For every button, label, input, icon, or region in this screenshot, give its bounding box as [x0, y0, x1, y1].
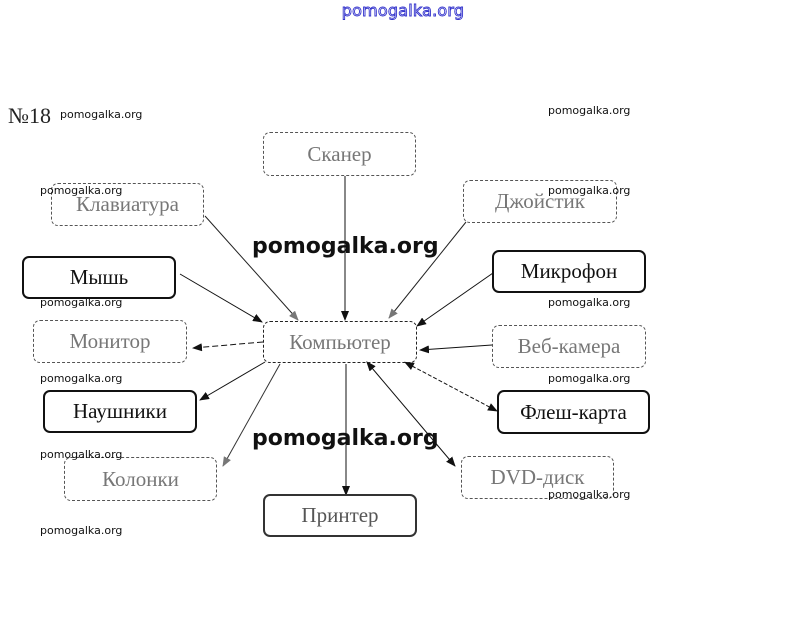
node-keyboard-label: Клавиатура — [76, 192, 179, 216]
watermark-small: pomogalka.org — [548, 488, 631, 501]
node-printer: Принтер — [263, 494, 417, 537]
node-printer-label: Принтер — [301, 503, 379, 527]
node-headphones-label: Наушники — [72, 399, 167, 423]
watermark-small: pomogalka.org — [548, 104, 631, 117]
watermark-large: pomogalka.org — [252, 426, 439, 451]
edge-joystick — [388, 221, 467, 319]
node-flash: Флеш-карта — [497, 390, 650, 434]
watermark-small: pomogalka.org — [40, 184, 123, 197]
watermark-small: pomogalka.org — [40, 448, 123, 461]
node-webcam-label: Веб-камера — [517, 334, 621, 358]
node-monitor-label: Монитор — [69, 329, 151, 353]
node-microphone: Микрофон — [492, 250, 646, 293]
edge-headphones — [199, 361, 266, 401]
edge-speakers — [222, 363, 281, 467]
edge-mouse — [179, 273, 263, 323]
node-scanner-label: Сканер — [307, 141, 372, 166]
node-computer: Компьютер — [263, 321, 417, 363]
edge-dvd — [366, 361, 456, 467]
watermark-small: pomogalka.org — [548, 184, 631, 197]
node-microphone-label: Микрофон — [520, 259, 618, 283]
watermark-small: pomogalka.org — [548, 296, 631, 309]
edge-monitor — [192, 341, 264, 352]
node-dvd: DVD-диск — [461, 456, 614, 499]
node-joystick: Джойстик — [463, 180, 617, 223]
edge-webcam — [419, 344, 493, 354]
node-computer-label: Компьютер — [289, 329, 391, 354]
watermark-small: pomogalka.org — [40, 372, 123, 385]
node-speakers: Колонки — [64, 457, 217, 501]
watermark-small: pomogalka.org — [40, 296, 123, 309]
node-mouse-label: Мышь — [69, 265, 129, 289]
node-keyboard: Клавиатура — [51, 183, 204, 226]
node-scanner: Сканер — [263, 132, 416, 176]
node-mouse: Мышь — [22, 256, 176, 299]
edge-microphone — [416, 272, 494, 327]
node-monitor: Монитор — [33, 320, 187, 363]
node-joystick-label: Джойстик — [495, 189, 585, 213]
node-headphones: Наушники — [43, 390, 197, 433]
edge-keyboard — [204, 215, 299, 321]
watermark-small: pomogalka.org — [60, 108, 143, 121]
watermark-large: pomogalka.org — [252, 234, 439, 259]
node-flash-label: Флеш-карта — [520, 399, 627, 424]
watermark-small: pomogalka.org — [548, 372, 631, 385]
edge-flash — [404, 361, 498, 412]
node-webcam: Веб-камера — [492, 325, 646, 368]
node-dvd-label: DVD-диск — [490, 465, 585, 489]
node-speakers-label: Колонки — [102, 466, 179, 491]
task-number: №18 — [8, 103, 51, 128]
watermark-small: pomogalka.org — [40, 524, 123, 537]
site-watermark-top: pomogalka.org — [341, 1, 465, 21]
